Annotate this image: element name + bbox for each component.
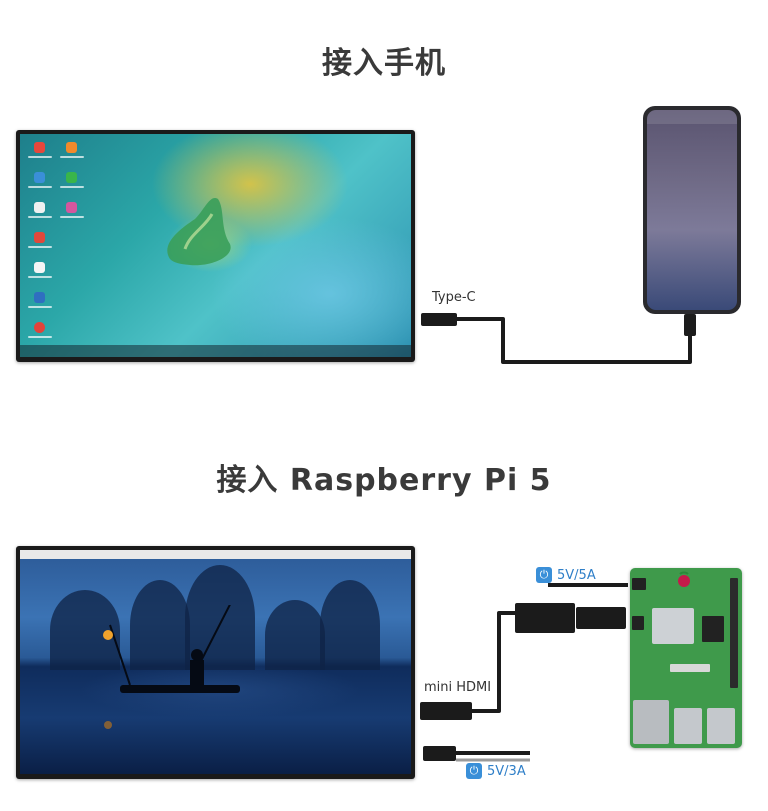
app-label: [28, 156, 52, 158]
camera-connector: [670, 664, 710, 672]
phone-status-bar: [647, 110, 737, 124]
smartphone: [643, 106, 741, 314]
mini-hdmi-label: mini HDMI: [424, 680, 492, 695]
power-badge-5v3a: ⏻ 5V/3A: [466, 763, 526, 779]
power-rating-5v5a: 5V/5A: [557, 567, 596, 583]
app-label: [28, 216, 52, 218]
mini-hdmi-connector: [420, 702, 472, 720]
power-icon: ⏻: [466, 763, 482, 779]
type-c-connector: [421, 313, 457, 326]
soc-chip: [652, 608, 694, 644]
app-icon: [66, 172, 77, 183]
app-label: [60, 216, 84, 218]
fisherman-silhouette: [103, 605, 240, 729]
app-icon: [66, 142, 77, 153]
app-label: [28, 276, 52, 278]
hdmi-adapter: [515, 603, 575, 633]
section-title-raspberry-pi: 接入 Raspberry Pi 5: [216, 463, 552, 498]
app-label: [28, 306, 52, 308]
portable-monitor-raspberry-pi: [16, 546, 415, 779]
app-icon: [34, 232, 45, 243]
taskbar: [20, 345, 411, 357]
ram-chip: [702, 616, 724, 642]
mountain-shape: [50, 590, 120, 670]
app-icon: [34, 142, 45, 153]
app-label: [60, 186, 84, 188]
app-icon: [66, 202, 77, 213]
ethernet-port: [633, 700, 669, 744]
app-label: [28, 186, 52, 188]
power-icon: ⏻: [536, 567, 552, 583]
power-rating-5v3a: 5V/3A: [487, 763, 526, 779]
app-label: [60, 156, 84, 158]
phone-screen: [647, 110, 737, 310]
type-c-label: Type-C: [432, 290, 476, 305]
app-icon: [34, 262, 45, 273]
micro-hdmi-plug: [576, 607, 626, 629]
mountain-shape: [130, 580, 190, 670]
gpio-header: [730, 578, 738, 688]
usb-port: [674, 708, 702, 744]
monitor-screen-android-desktop: [20, 134, 411, 357]
mountain-shape: [265, 600, 325, 670]
app-label: [28, 336, 52, 338]
mountain-shape: [320, 580, 380, 670]
app-icon: [34, 202, 45, 213]
monitor-screen-pi-desktop: [20, 550, 411, 774]
pi-taskbar: [20, 550, 411, 559]
usb-c-power-port: [632, 578, 646, 590]
portable-monitor-phone: [16, 130, 415, 362]
micro-hdmi-port: [632, 616, 644, 630]
section-title-phone: 接入手机: [322, 46, 446, 81]
app-icon: [34, 172, 45, 183]
app-icon: [34, 322, 45, 333]
phone-type-c-plug: [684, 314, 696, 336]
raspberry-logo-icon: [678, 571, 690, 587]
usb-port: [707, 708, 735, 744]
power-usb-c-connector: [423, 746, 456, 761]
app-icon: [34, 292, 45, 303]
raspberry-pi-5-board: [630, 568, 742, 748]
island-graphic: [167, 198, 231, 266]
power-badge-5v5a: ⏻ 5V/5A: [536, 567, 596, 583]
app-label: [28, 246, 52, 248]
